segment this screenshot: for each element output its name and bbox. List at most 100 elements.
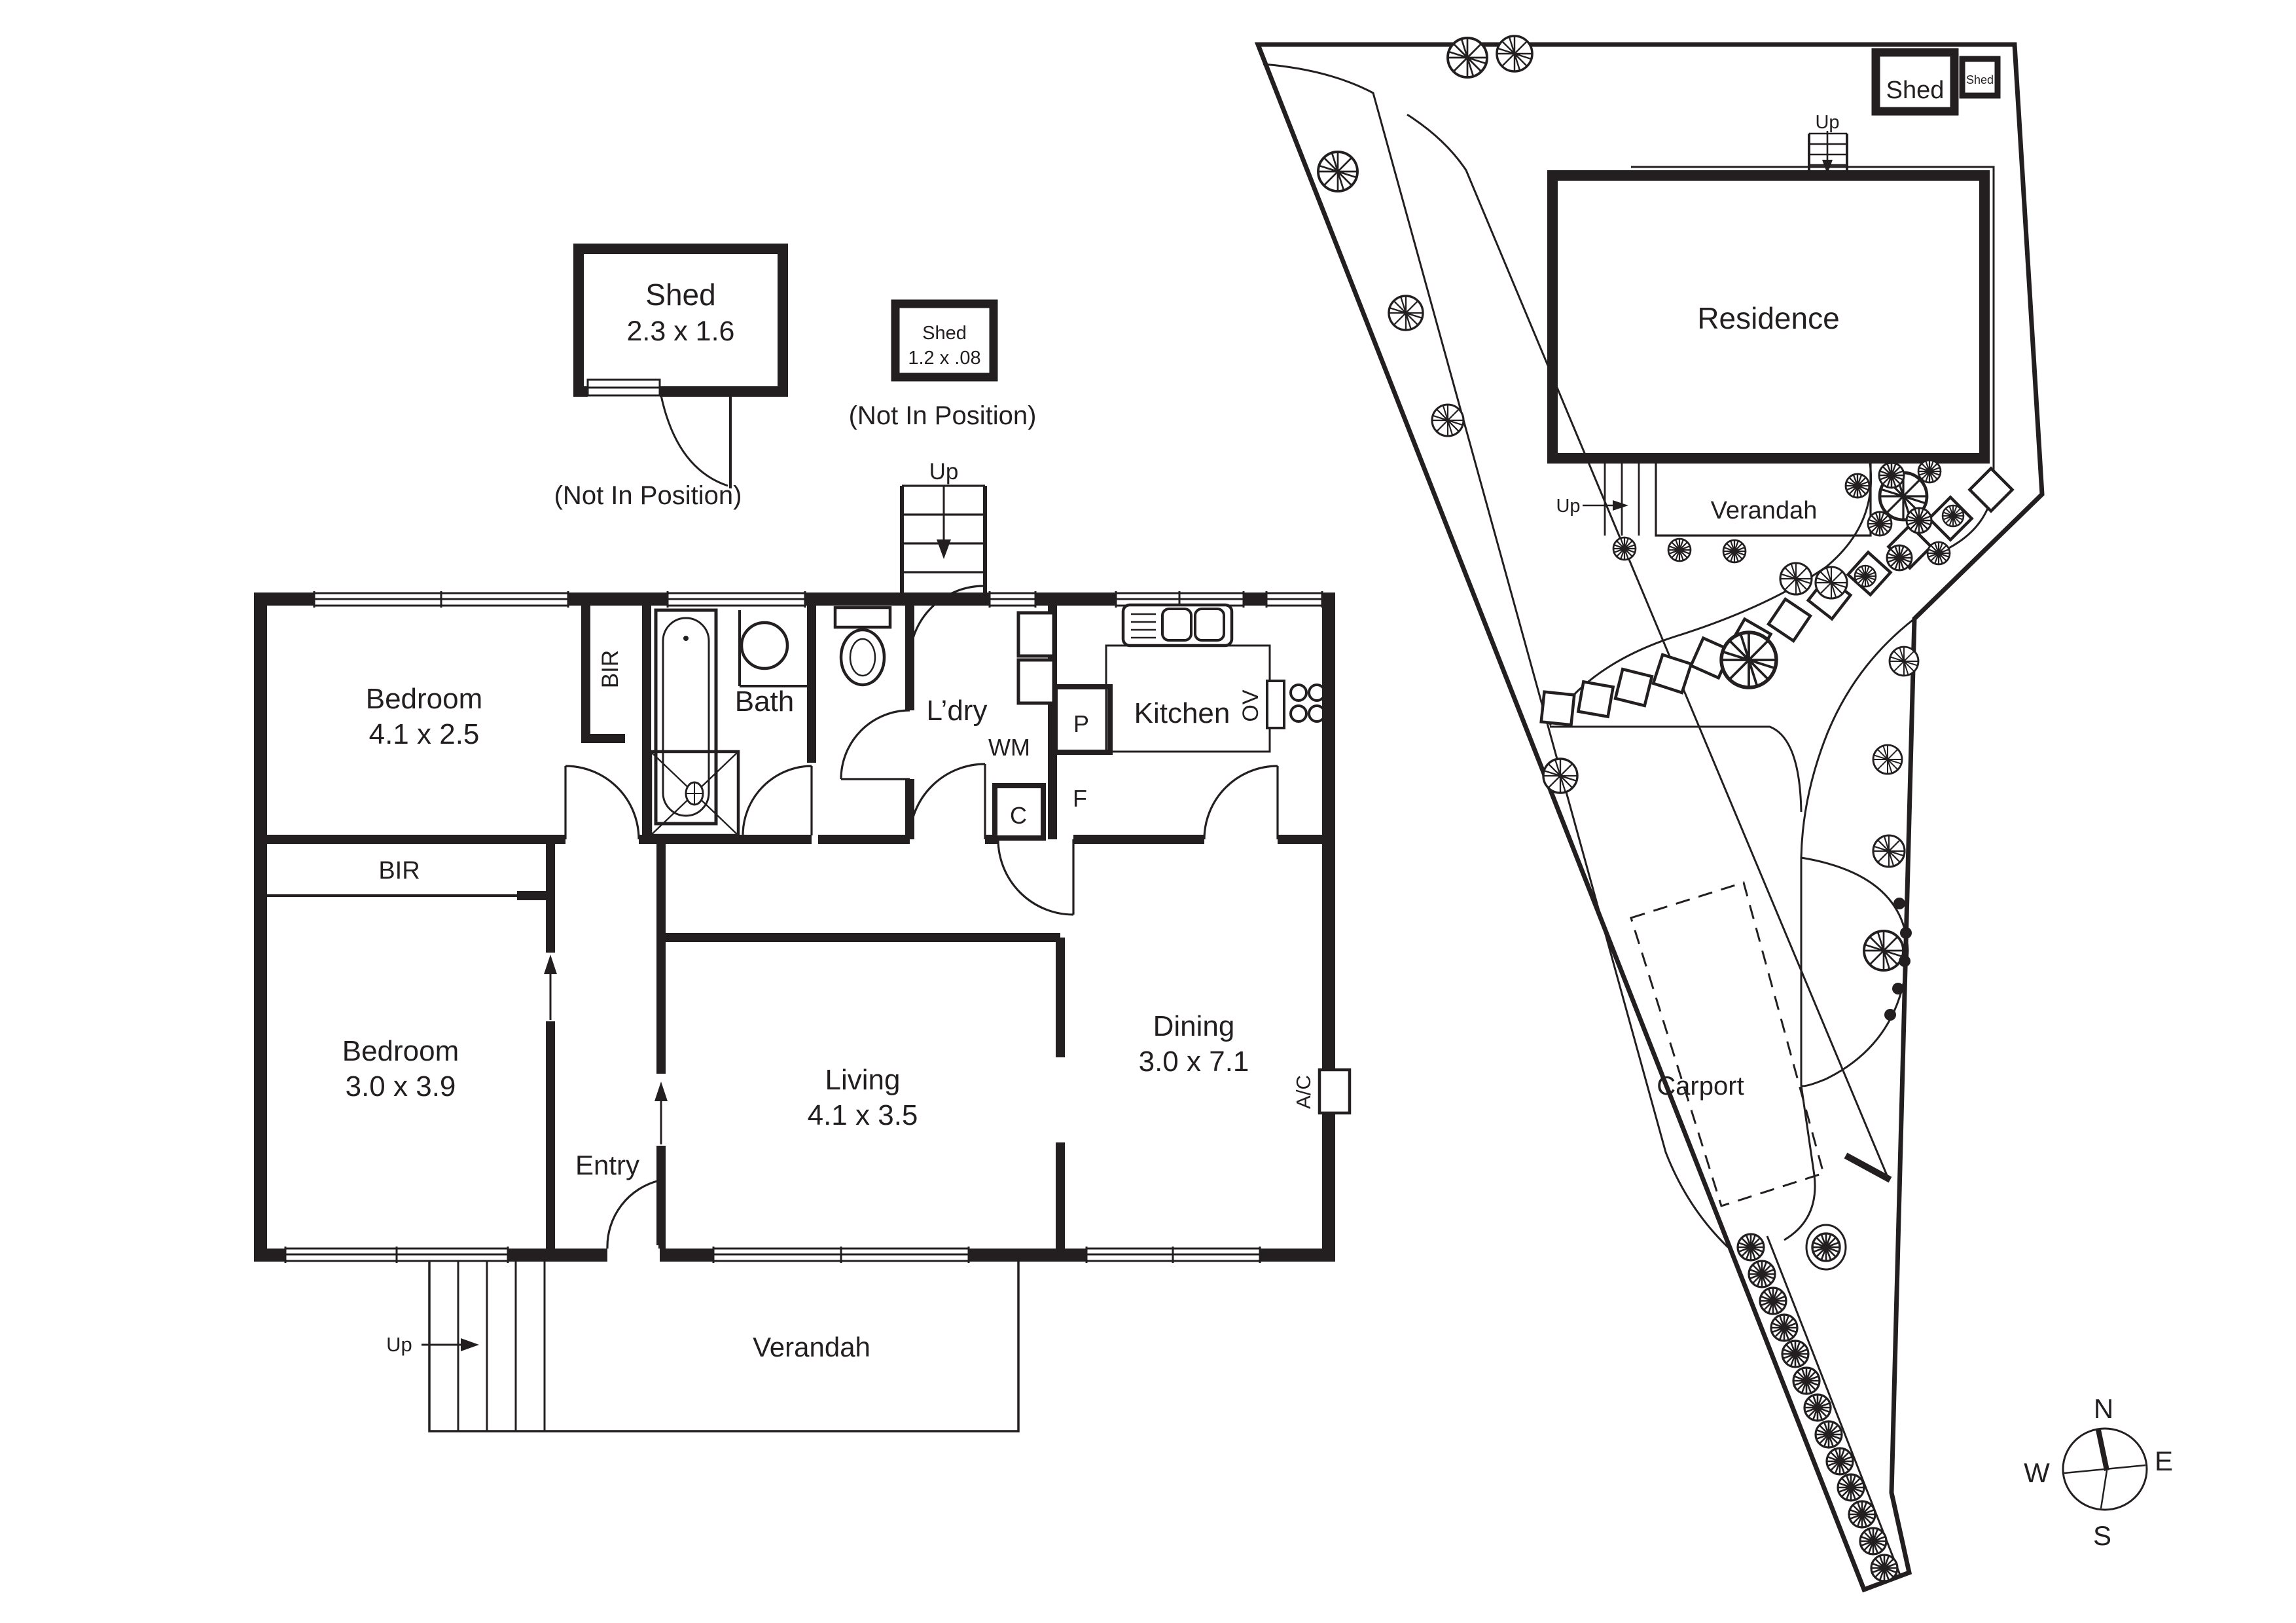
window	[1085, 1247, 1261, 1263]
site-rear-stairs: Up	[1808, 112, 1848, 175]
wm-label: WM	[988, 734, 1030, 761]
shrub-icon	[1803, 1393, 1832, 1422]
stairs-up-label: Up	[929, 459, 959, 484]
garden-edge	[1784, 617, 1915, 1241]
oven-label: OV	[1238, 689, 1263, 721]
bath-label: Bath	[735, 685, 795, 718]
carport-label: Carport	[1657, 1072, 1744, 1101]
verandah-outline	[428, 1262, 1020, 1432]
retaining-step	[1844, 1152, 1892, 1183]
garden-bed-plants	[1884, 898, 1912, 1021]
site-shed-small-label: Shed	[1966, 73, 1994, 86]
shrub-icon	[1748, 1260, 1776, 1288]
house-rear-stairs: Up	[900, 459, 987, 661]
room-labels: Bedroom 4.1 x 2.5 BIR Bath L’dry WM P Ki…	[342, 650, 1315, 1180]
shrub-icon	[1870, 1554, 1899, 1582]
wash-basin	[740, 621, 789, 670]
path-edge	[1550, 725, 1803, 812]
tree-ring	[1805, 1224, 1847, 1271]
site-shed-small	[1959, 56, 2001, 99]
shrub-icon	[1917, 459, 1942, 484]
shrub-icon	[1905, 507, 1933, 534]
shed-large-title: Shed	[645, 278, 715, 312]
bedroom2-name: Bedroom	[342, 1035, 459, 1067]
bir1-label: BIR	[598, 650, 623, 688]
bedroom1-name: Bedroom	[366, 683, 483, 715]
living-dims: 4.1 x 3.5	[808, 1099, 918, 1131]
shed-small-note: (Not In Position)	[849, 401, 1037, 430]
up-arrowhead-icon	[544, 955, 557, 974]
detached-shed-large: Shed 2.3 x 1.6 (Not In Position)	[554, 244, 788, 510]
detached-shed-small: Shed 1.2 x .08 (Not In Position)	[849, 299, 1037, 430]
up-arrowhead-icon	[937, 539, 951, 559]
compass-rose: N W E S	[2024, 1393, 2173, 1551]
door-arc	[1203, 765, 1279, 840]
verandah-outline	[1655, 458, 1872, 537]
shrub-icon	[1848, 1500, 1876, 1529]
compass-north: N	[2094, 1393, 2113, 1424]
shed-large-note: (Not In Position)	[554, 481, 742, 510]
pantry-cabinet	[1052, 684, 1113, 755]
shrub-icon	[1825, 1447, 1854, 1476]
door-arc	[564, 765, 640, 840]
tree-icon	[1721, 632, 1776, 687]
shrub-icon	[1781, 1340, 1810, 1368]
air-conditioner	[1318, 1068, 1352, 1115]
site-sheds: Shed Shed	[1871, 48, 2001, 116]
shrub-icon	[1770, 1313, 1799, 1342]
door-arc	[660, 395, 728, 487]
bir2-label: BIR	[378, 857, 420, 884]
kitchen-fixtures	[1105, 603, 1326, 753]
kitchen-sink	[1121, 603, 1234, 647]
window	[988, 591, 1037, 608]
shrub-icon	[1867, 511, 1893, 537]
oven	[1266, 680, 1285, 729]
windows-bottom	[284, 1179, 1261, 1264]
shrub-icon	[1844, 473, 1871, 499]
stairs-sides	[900, 486, 987, 593]
shrub-icon	[1814, 1420, 1843, 1449]
driveway-edge	[1407, 113, 1890, 1179]
shrub-icon	[1926, 541, 1951, 566]
shrub-icon	[1837, 1473, 1865, 1502]
path-edge	[1549, 458, 1873, 726]
door-arc	[840, 709, 910, 780]
right-arrowhead-icon	[1613, 500, 1628, 511]
laundry-fixtures	[992, 611, 1113, 841]
bathtub	[654, 608, 718, 826]
dining-dims: 3.0 x 7.1	[1139, 1046, 1249, 1078]
window	[313, 591, 569, 608]
tree-strip-edge	[1766, 1235, 1902, 1577]
shrub-icon	[1667, 538, 1692, 562]
shower	[649, 750, 740, 837]
shrub-icon	[1941, 504, 1965, 528]
shrub-icon	[1854, 564, 1877, 588]
up-arrowhead-icon	[655, 1082, 668, 1101]
shrub-icon	[1722, 539, 1747, 564]
tree-icon	[1888, 646, 1920, 677]
bathtub-drain	[683, 636, 689, 641]
site-shed-large	[1871, 48, 1959, 116]
garden-trees	[1317, 35, 1965, 1271]
entry-label: Entry	[575, 1150, 639, 1180]
shed-door-sill	[586, 386, 661, 397]
ac-label: A/C	[1292, 1075, 1315, 1109]
tree-icon	[1872, 744, 1903, 775]
site-shed-large-label: Shed	[1886, 77, 1945, 104]
toilet	[833, 606, 892, 687]
window	[1265, 591, 1323, 608]
shrub-icon	[1759, 1286, 1787, 1315]
tree-icon	[1542, 757, 1579, 794]
entry-door-gap	[607, 1245, 660, 1264]
cupboard-label: C	[1010, 802, 1027, 829]
shed-door-sill	[586, 378, 661, 389]
door-arc	[997, 839, 1075, 916]
washing-machine	[1016, 658, 1056, 705]
verandah-up-label: Up	[386, 1333, 412, 1356]
driveway-tree-strip	[1736, 1233, 1899, 1582]
shed-small-walls	[891, 299, 998, 382]
compass-east: E	[2155, 1446, 2173, 1476]
tree-icon	[1872, 834, 1906, 868]
down-arrowhead-icon	[1822, 160, 1833, 174]
bedroom2-dims: 3.0 x 3.9	[346, 1070, 456, 1103]
